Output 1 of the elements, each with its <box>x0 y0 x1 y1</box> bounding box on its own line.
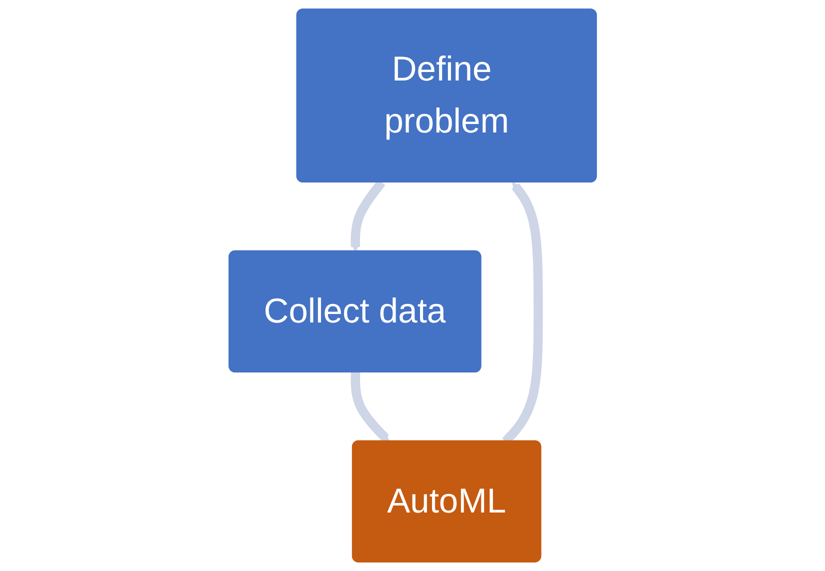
arrow <box>350 372 390 442</box>
